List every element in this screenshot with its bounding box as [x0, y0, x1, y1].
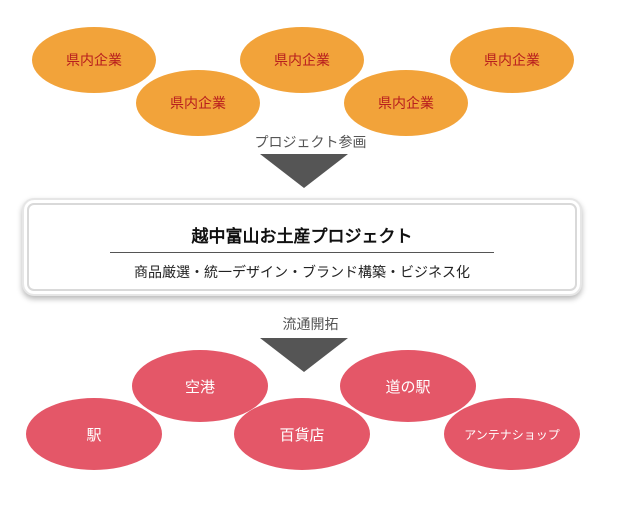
company-label: 県内企業 — [170, 96, 226, 112]
title-divider — [110, 252, 494, 253]
outlet-oval: 空港 — [132, 350, 268, 422]
project-box: 越中富山お土産プロジェクト 商品厳選・統一デザイン・ブランド構築・ビジネス化 — [22, 198, 582, 296]
outlet-oval: 百貨店 — [234, 398, 370, 470]
company-oval: 県内企業 — [240, 27, 364, 93]
down-arrow-icon — [260, 154, 348, 188]
outlet-label: 空港 — [184, 377, 215, 396]
outlet-label: 百貨店 — [279, 425, 325, 444]
flow-label-distribution: 流通開拓 — [282, 317, 339, 333]
company-oval: 県内企業 — [136, 70, 260, 136]
outlet-label: 駅 — [86, 425, 102, 444]
outlet-oval: アンテナショップ — [444, 398, 580, 470]
company-oval: 県内企業 — [344, 70, 468, 136]
outlet-oval: 道の駅 — [340, 350, 476, 422]
outlet-label: アンテナショップ — [464, 427, 560, 442]
company-oval: 県内企業 — [32, 27, 156, 93]
outlet-oval: 駅 — [26, 398, 162, 470]
company-label: 県内企業 — [378, 96, 434, 112]
company-label: 県内企業 — [484, 53, 540, 69]
project-subtitle: 商品厳選・統一デザイン・ブランド構築・ビジネス化 — [134, 265, 470, 281]
company-oval: 県内企業 — [450, 27, 574, 93]
down-arrow-icon — [260, 338, 348, 372]
company-label: 県内企業 — [66, 53, 122, 69]
project-title: 越中富山お土産プロジェクト — [191, 227, 413, 247]
flow-label-participation: プロジェクト参画 — [254, 135, 367, 151]
company-label: 県内企業 — [274, 53, 330, 69]
outlet-label: 道の駅 — [385, 377, 431, 396]
